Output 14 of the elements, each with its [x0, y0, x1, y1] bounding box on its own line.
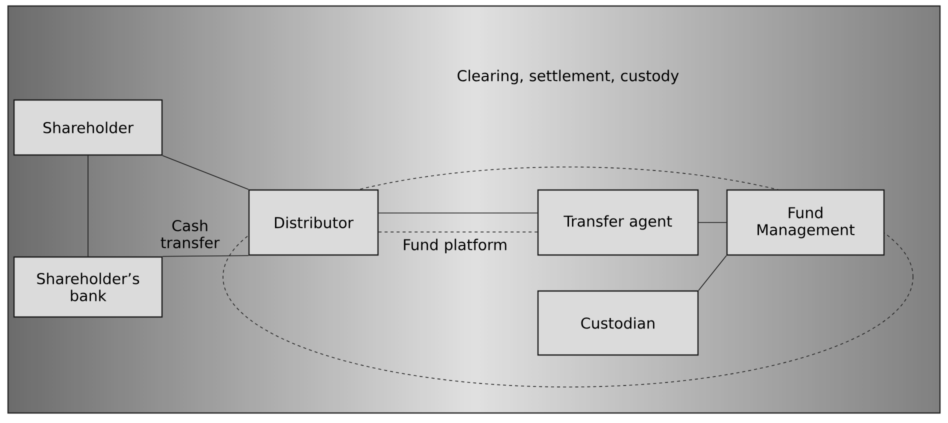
process-box: Transfer agent	[537, 189, 699, 256]
process-box: Shareholder’s bank	[13, 256, 163, 318]
connector-line	[162, 155, 249, 190]
process-box: Fund Management	[726, 189, 885, 256]
process-box: Distributor	[248, 189, 379, 256]
connector-line	[162, 255, 249, 257]
process-box: Custodian	[537, 290, 699, 356]
text-label: Clearing, settlement, custody	[458, 70, 679, 84]
process-box: Shareholder	[13, 99, 163, 156]
text-label: Cash transfer	[160, 220, 220, 248]
connector-line	[378, 212, 538, 214]
connector-line	[698, 255, 727, 291]
connector-line	[698, 222, 727, 223]
edge-label: Fund platform	[404, 238, 506, 254]
